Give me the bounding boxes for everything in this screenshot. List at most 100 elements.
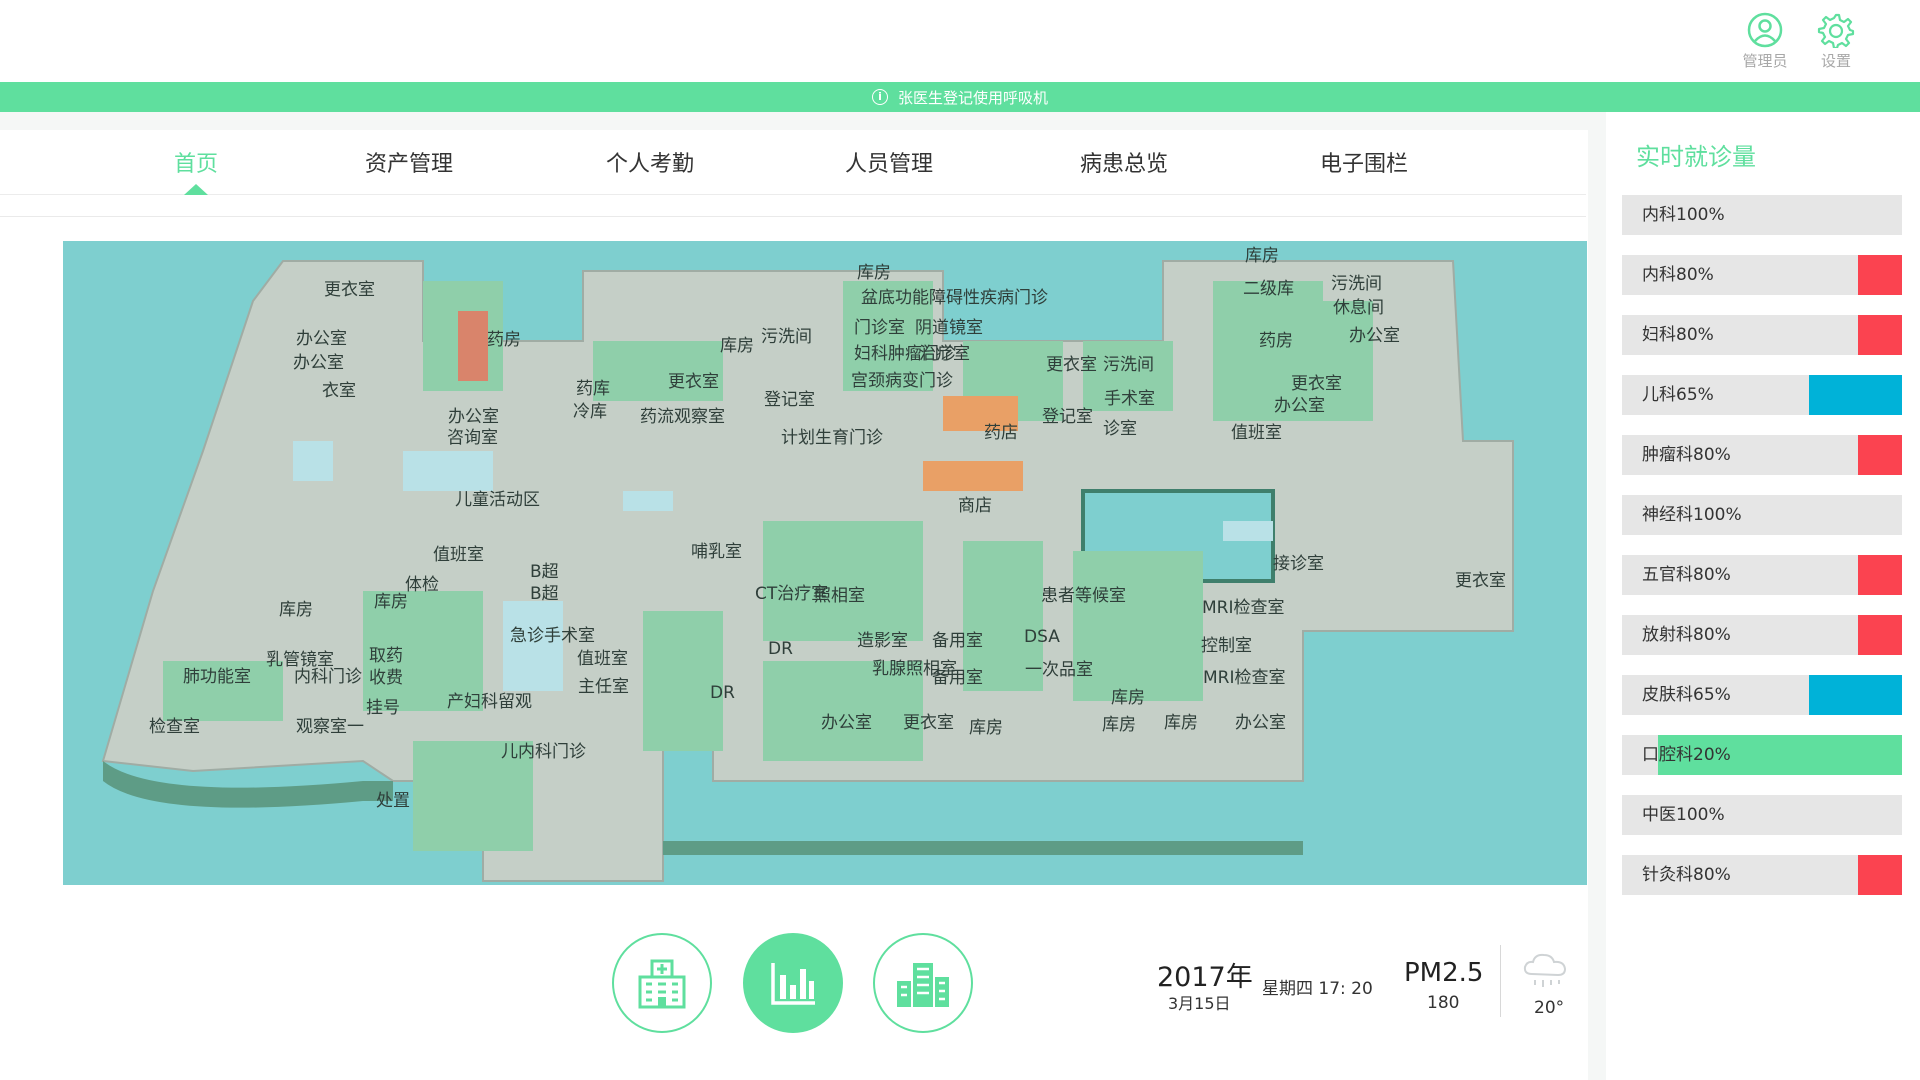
floor-plan-shapes	[101, 260, 1514, 882]
admin-button[interactable]: 管理员	[1733, 12, 1797, 71]
map-room-label: 办公室	[293, 353, 344, 373]
map-room-label: 库房	[1102, 715, 1136, 735]
department-row[interactable]: 中医100%	[1622, 795, 1902, 835]
department-row[interactable]: 放射科80%	[1622, 615, 1902, 655]
map-room-label: 药房	[487, 330, 521, 350]
statistics-button[interactable]	[743, 933, 843, 1033]
map-room-label: 污洗间	[1103, 355, 1154, 375]
map-room-label: 体检	[405, 575, 439, 595]
department-row[interactable]: 皮肤科65%	[1622, 675, 1902, 715]
department-row[interactable]: 针灸科80%	[1622, 855, 1902, 895]
map-room-label: 休息间	[1333, 298, 1384, 318]
pm25-value: 180	[1427, 993, 1460, 1013]
pm25-label: PM2.5	[1404, 958, 1484, 988]
department-row[interactable]: 内科100%	[1622, 195, 1902, 235]
department-row[interactable]: 儿科65%	[1622, 375, 1902, 415]
map-room-label: 库房	[720, 336, 754, 356]
notice-text: 张医生登记使用呼吸机	[897, 88, 1048, 107]
department-label: 神经科100%	[1642, 505, 1742, 525]
map-room-label: MRI检查室	[1202, 598, 1285, 618]
map-room-label: 更衣室	[1291, 374, 1342, 394]
department-label: 肿瘤科80%	[1642, 445, 1731, 465]
map-room-label: 二级库	[1243, 279, 1294, 299]
settings-label: 设置	[1820, 52, 1851, 70]
department-label: 皮肤科65%	[1642, 685, 1731, 705]
map-room-label: 冷库	[573, 402, 607, 422]
map-room-label: 库房	[1111, 688, 1145, 708]
map-room-label: 商店	[958, 496, 992, 516]
department-row[interactable]: 五官科80%	[1622, 555, 1902, 595]
tab-staff-management[interactable]: 人员管理	[844, 152, 934, 177]
map-room-label: 造影室	[857, 631, 908, 651]
info-icon: i	[871, 89, 888, 105]
department-label: 内科100%	[1642, 205, 1725, 225]
info-date: 3月15日	[1168, 994, 1231, 1013]
info-year: 2017年	[1157, 962, 1253, 993]
rain-cloud-icon	[1523, 953, 1567, 987]
department-row[interactable]: 口腔科20%	[1622, 735, 1902, 775]
map-room-label: 患者等候室	[1041, 586, 1126, 606]
map-room-label: 处置	[376, 791, 410, 811]
info-weekday-time: 星期四 17: 20	[1262, 979, 1373, 999]
map-room-label: 药房	[1259, 331, 1293, 351]
tab-attendance[interactable]: 个人考勤	[605, 152, 695, 177]
map-room-label: 儿童活动区	[455, 490, 540, 510]
department-row[interactable]: 妇科80%	[1622, 315, 1902, 355]
tab-home[interactable]: 首页	[173, 152, 219, 177]
department-row[interactable]: 神经科100%	[1622, 495, 1902, 535]
buildings-view-button[interactable]	[873, 933, 973, 1033]
department-label: 妇科80%	[1642, 325, 1714, 345]
map-room-label: 治疗室	[919, 344, 970, 364]
temperature: 20°	[1534, 998, 1565, 1018]
active-tab-indicator	[184, 184, 208, 195]
buildings-icon	[897, 963, 949, 1007]
map-room-label: 宫颈病变门诊	[851, 371, 953, 391]
department-label: 五官科80%	[1642, 565, 1731, 585]
map-room-label: 挂号	[366, 698, 400, 718]
map-room-label: 诊室	[1103, 419, 1137, 439]
hospital-view-button[interactable]	[612, 933, 712, 1033]
department-level-bar	[1858, 555, 1902, 595]
map-room-label: B超	[530, 562, 559, 582]
hospital-icon	[638, 959, 686, 1009]
map-room-label: 药库	[576, 379, 610, 399]
map-room-label: 门诊室	[854, 318, 905, 338]
department-level-bar	[1809, 375, 1902, 415]
admin-label: 管理员	[1742, 52, 1788, 70]
tab-patient-overview[interactable]: 病患总览	[1079, 152, 1169, 177]
department-row[interactable]: 内科80%	[1622, 255, 1902, 295]
floor-map[interactable]: 更衣室办公室办公室衣室药房办公室咨询室药库冷库更衣室药流观察室库房污洗间登记室计…	[63, 241, 1587, 885]
map-room-label: DSA	[1024, 627, 1060, 647]
map-room-label: B超	[530, 584, 559, 604]
map-room-label: 妇科肿瘤门诊	[854, 344, 956, 364]
map-room-label: 计划生育门诊	[781, 428, 883, 448]
map-room-label: 咨询室	[447, 428, 498, 448]
map-room-label: 登记室	[1042, 407, 1093, 427]
map-room-label: 办公室	[821, 713, 872, 733]
top-bar: 管理员 设置	[0, 0, 1920, 82]
map-room-label: 检查室	[149, 717, 200, 737]
map-room-label: MRI检查室	[1203, 668, 1286, 688]
department-label: 放射科80%	[1642, 625, 1731, 645]
map-room-label: 备用室	[932, 631, 983, 651]
nav-tabs: 首页 资产管理 个人考勤 人员管理 病患总览 电子围栏	[0, 132, 1586, 195]
info-divider	[1500, 945, 1501, 1017]
tab-geofence[interactable]: 电子围栏	[1319, 152, 1409, 177]
map-room-label: 衣室	[322, 381, 356, 401]
map-room-label: 值班室	[1231, 423, 1282, 443]
gear-icon	[1817, 13, 1855, 48]
department-level-bar	[1858, 855, 1902, 895]
map-room-label: 观察室一	[296, 717, 364, 737]
department-row[interactable]: 肿瘤科80%	[1622, 435, 1902, 475]
realtime-visits-title: 实时就诊量	[1636, 143, 1756, 171]
map-room-label: 药店	[984, 423, 1018, 443]
settings-button[interactable]: 设置	[1804, 12, 1868, 71]
bar-chart-icon	[771, 963, 815, 1005]
department-level-bar	[1858, 255, 1902, 295]
map-room-label: 库房	[374, 592, 408, 612]
map-room-label: 库房	[1164, 713, 1198, 733]
map-room-label: 肺功能室	[183, 667, 251, 687]
map-room-label: 办公室	[1349, 326, 1400, 346]
tab-asset-management[interactable]: 资产管理	[364, 152, 454, 177]
map-room-label: 库房	[857, 263, 891, 283]
